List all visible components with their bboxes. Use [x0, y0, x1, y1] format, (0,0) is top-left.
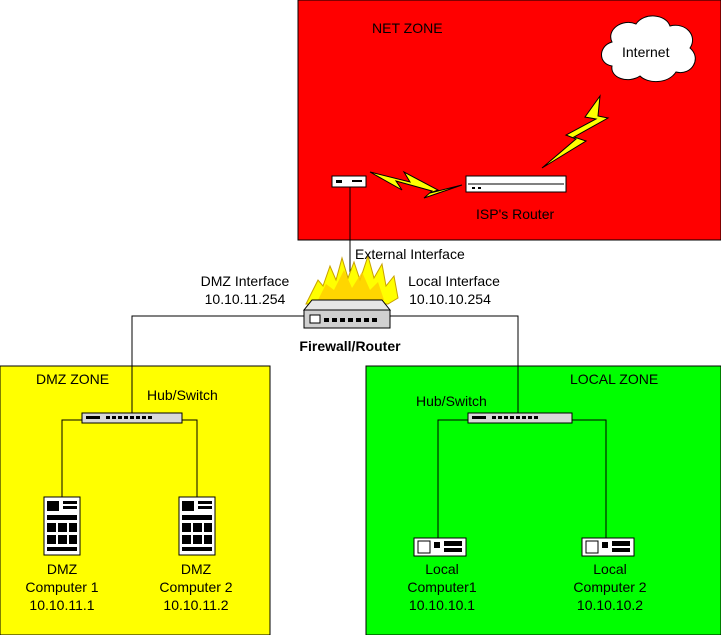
dmz-computer-2-subname: Computer 2 — [159, 579, 233, 595]
dmz-computer-1-ip: 10.10.11.1 — [29, 597, 95, 613]
dmz-server-icon — [178, 496, 216, 556]
dmz-interface-ip: 10.10.11.254 — [204, 291, 286, 307]
lightning-bolt-icon — [541, 94, 610, 169]
local-computer-2-name: Local — [593, 561, 627, 577]
local-computer-2-ip: 10.10.10.2 — [576, 597, 644, 613]
firewall-router-icon — [302, 299, 392, 329]
local-computer-1-subname: Computer1 — [407, 579, 477, 595]
firewall-to-dmz-switch-line — [131, 315, 304, 413]
dmz-interface-title: DMZ Interface — [200, 273, 290, 289]
local-zone — [365, 365, 721, 635]
dmz-computer-1-subname: Computer 1 — [25, 579, 99, 595]
local-computer-1-name: Local — [425, 561, 459, 577]
internet-label: Internet — [622, 44, 670, 60]
local-zone-title: LOCAL ZONE — [570, 371, 659, 387]
dmz-computer-1-name: DMZ — [46, 561, 78, 577]
local-computer-1-ip: 10.10.10.1 — [408, 597, 476, 613]
isp-router-icon — [465, 175, 567, 193]
local-switch-label: Hub/Switch — [416, 393, 487, 409]
internet-cloud-icon — [601, 15, 696, 82]
firewall-flames-icon — [305, 254, 399, 305]
firewall-router-label: Firewall/Router — [299, 338, 401, 354]
dmz-computer-2-ip: 10.10.11.2 — [163, 597, 229, 613]
net-zone-title: NET ZONE — [372, 20, 443, 36]
local-switch-icon — [467, 412, 573, 424]
local-switch-to-computer1-line — [437, 419, 470, 540]
local-interface-ip: 10.10.10.254 — [409, 291, 491, 307]
lightning-bolt-icon — [369, 170, 463, 199]
firewall-to-local-switch-line — [388, 315, 519, 413]
dmz-server-icon — [43, 496, 81, 556]
isp-router-label: ISP's Router — [476, 206, 555, 222]
dmz-zone-title: DMZ ZONE — [36, 371, 110, 387]
modem-icon — [331, 175, 367, 188]
local-switch-to-computer2-line — [570, 419, 607, 540]
local-computer-2-subname: Computer 2 — [573, 579, 647, 595]
local-interface-title: Local Interface — [408, 273, 500, 289]
dmz-computer-2-name: DMZ — [180, 561, 212, 577]
local-desktop-icon — [581, 537, 635, 557]
external-interface-label: External Interface — [355, 246, 465, 262]
local-desktop-icon — [413, 537, 467, 557]
dmz-switch-icon — [81, 412, 183, 424]
dmz-switch-label: Hub/Switch — [147, 387, 218, 403]
